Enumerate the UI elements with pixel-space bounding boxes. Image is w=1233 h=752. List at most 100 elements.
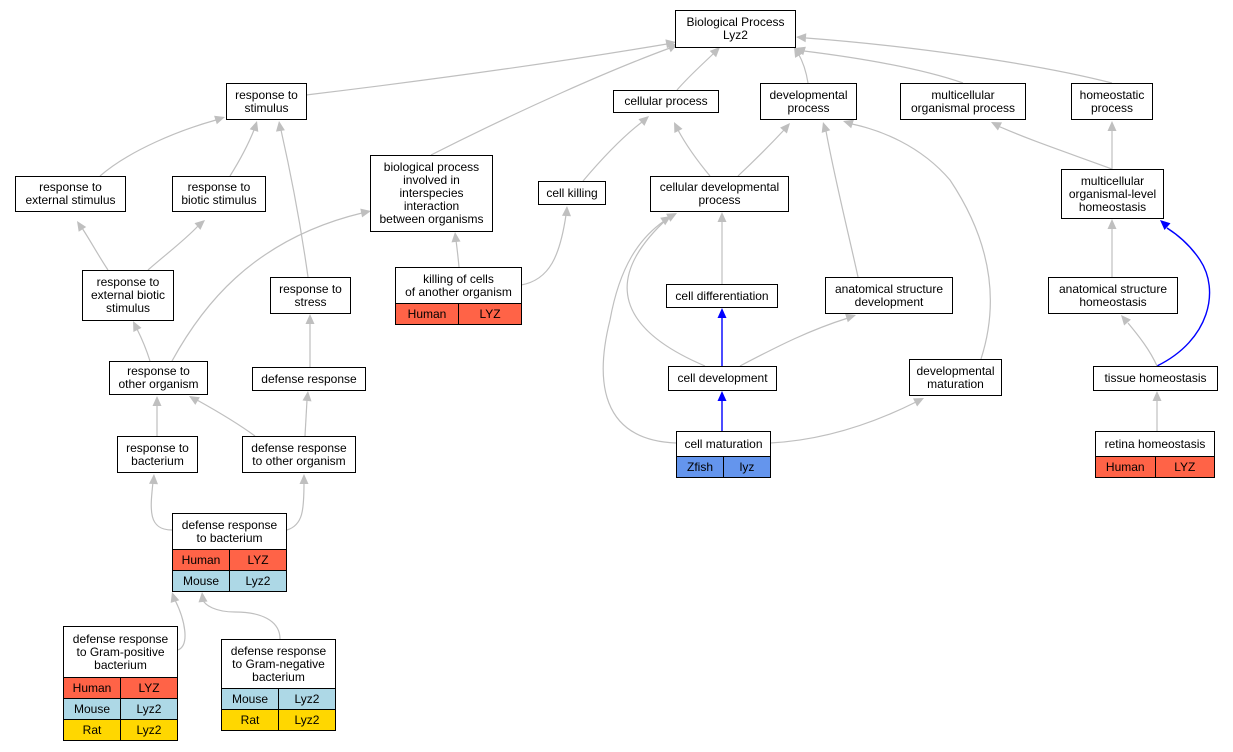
edge-arrowhead xyxy=(991,122,1002,131)
gene-name: Lyz2 xyxy=(229,571,286,591)
term-node-th[interactable]: tissue homeostasis xyxy=(1093,366,1218,391)
edge-arrowhead xyxy=(821,122,831,133)
edge-arrowhead xyxy=(1160,220,1171,230)
term-node-cdev[interactable]: cell development xyxy=(668,366,777,391)
edge-arrowhead xyxy=(276,121,285,132)
term-label-line: cell differentiation xyxy=(675,288,769,303)
edge xyxy=(150,481,173,531)
gene-name: LYZ xyxy=(458,304,521,324)
species-name: Human xyxy=(181,552,221,567)
edge xyxy=(739,317,849,367)
species-name: Human xyxy=(1105,459,1145,474)
species-name: Mouse xyxy=(73,701,111,716)
gene-name: LYZ xyxy=(229,550,286,570)
edge xyxy=(851,123,991,360)
term-label-line: retina homeostasis xyxy=(1104,436,1206,451)
edge-arrowhead xyxy=(1121,315,1131,326)
species-name: Mouse xyxy=(182,573,220,588)
term-label-line: homeostasis xyxy=(1078,199,1147,214)
edge xyxy=(99,119,217,177)
term-label-line: multicellular xyxy=(931,87,995,102)
gene-name: Lyz2 xyxy=(278,710,335,730)
term-label-line: developmental xyxy=(769,87,848,102)
term-label-line: defense response xyxy=(251,440,347,455)
term-node-ck[interactable]: cell killing xyxy=(538,181,606,205)
edge xyxy=(171,212,363,362)
term-label-line: bacterium xyxy=(252,669,305,684)
term-label-line: maturation xyxy=(927,376,984,391)
edge xyxy=(305,43,668,96)
edge-arrowhead xyxy=(660,216,671,226)
term-label-line: response to xyxy=(235,87,298,102)
term-label-line: process xyxy=(698,193,741,207)
term-node-cdiff[interactable]: cell differentiation xyxy=(666,284,778,308)
term-node-cp[interactable]: cellular process xyxy=(613,90,719,113)
term-label: cell differentiation xyxy=(667,285,777,307)
edge xyxy=(147,225,199,271)
edge xyxy=(805,37,1113,84)
term-label-line: killing of cells xyxy=(423,271,494,286)
species-name: Zfish xyxy=(686,459,713,474)
edge xyxy=(202,599,281,640)
term-label-line: response to xyxy=(187,180,251,194)
term-label-line: other organism xyxy=(118,377,199,391)
term-label-line: response to xyxy=(279,281,342,296)
term-label-line: response to xyxy=(96,275,160,289)
edge xyxy=(769,401,917,444)
term-label-line: cell killing xyxy=(546,185,598,200)
edge-arrowhead xyxy=(451,232,461,243)
edge xyxy=(430,47,671,156)
edge-arrowhead xyxy=(198,592,208,603)
term-label-line: between organisms xyxy=(379,212,484,226)
edge-arrowhead xyxy=(299,474,309,484)
term-label-line: bacterium xyxy=(131,453,184,468)
term-label-line: defense response xyxy=(230,643,327,658)
term-label-line: to Gram-negative xyxy=(232,656,325,671)
term-label-line: defense response xyxy=(72,631,169,646)
term-label-line: anatomical structure xyxy=(1058,281,1168,296)
gene-name: lyz xyxy=(723,457,770,477)
term-label-line: interaction xyxy=(403,199,460,213)
term-label-line: development xyxy=(854,294,924,309)
term-node-dr[interactable]: defense response xyxy=(252,367,366,391)
term-label-line: tissue homeostasis xyxy=(1104,371,1207,385)
edge-arrowhead xyxy=(189,396,200,405)
term-label: retina homeostasis xyxy=(1096,432,1214,456)
